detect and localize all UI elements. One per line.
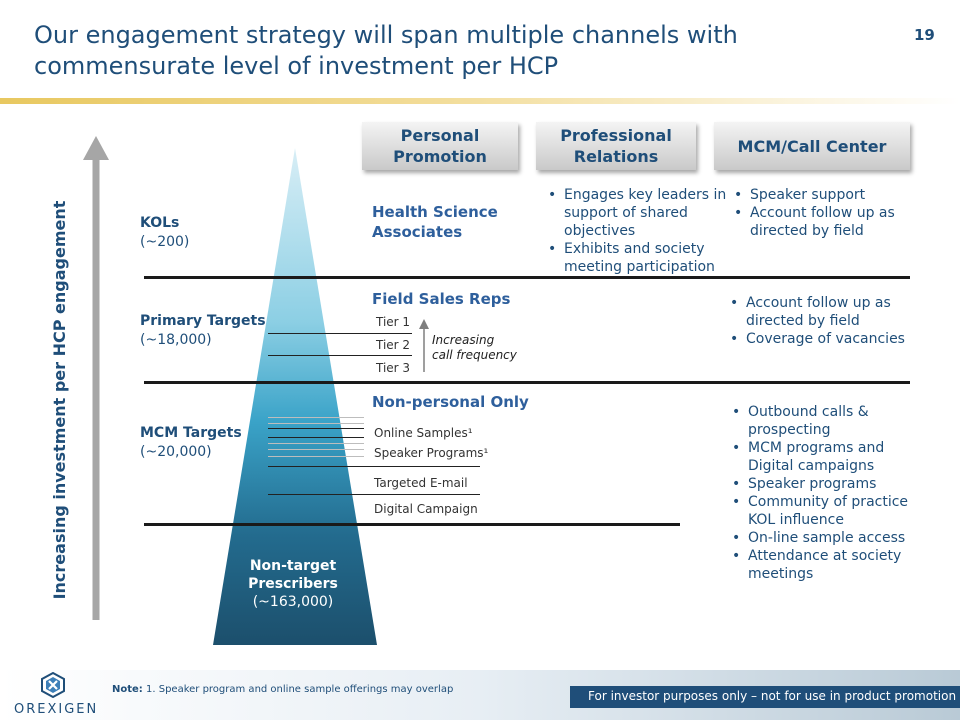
disclaimer-text: For investor purposes only – not for use… <box>588 689 957 703</box>
professional-relations-list: Engages key leaders in support of shared… <box>544 186 728 276</box>
segment-kols: KOLs (~200) <box>140 214 189 252</box>
health-science-associates-label: Health Science Associates <box>372 203 498 241</box>
list-item: On-line sample access <box>732 529 928 547</box>
orexigen-logo-icon <box>41 672 65 698</box>
page-title: Our engagement strategy will span multip… <box>34 21 738 80</box>
separator-mcm-nontarget <box>144 523 680 526</box>
header-professional-relations: Professional Relations <box>536 122 696 170</box>
footnote-text: 1. Speaker program and online sample off… <box>146 684 454 695</box>
list-item: Coverage of vacancies <box>730 330 926 348</box>
separator-kols-primary <box>144 276 910 279</box>
segment-mcm-count: (~20,000) <box>140 444 212 460</box>
segment-mcm-name: MCM Targets <box>140 425 242 441</box>
up-arrow-icon <box>83 136 109 620</box>
vertical-axis-label: Increasing investment per HCP engagement <box>50 200 69 600</box>
segment-primary-count: (~18,000) <box>140 332 212 348</box>
page-number: 19 <box>914 26 935 44</box>
channel-line <box>268 437 364 438</box>
segment-nontarget: Non-target Prescribers (~163,000) <box>230 557 356 611</box>
segment-mcm-targets: MCM Targets (~20,000) <box>140 424 242 462</box>
tier-divider-2 <box>268 355 412 356</box>
mcm-kol-list: Speaker support Account follow up as dir… <box>730 186 920 240</box>
list-item: Account follow up as directed by field <box>730 294 926 330</box>
list-item: Attendance at society meetings <box>732 547 928 583</box>
orexigen-logo-text: OREXIGEN <box>14 702 99 717</box>
header-personal-label: Personal Promotion <box>393 126 487 166</box>
channel-line <box>268 466 480 467</box>
list-item: Speaker programs <box>732 475 928 493</box>
list-item: Speaker support <box>734 186 920 204</box>
channel-line <box>268 443 364 444</box>
channel-online-samples: Online Samples¹ <box>374 426 473 440</box>
list-item: MCM programs and Digital campaigns <box>732 439 928 475</box>
tier-divider-1 <box>268 333 412 334</box>
frequency-arrow-icon <box>419 319 429 372</box>
channel-line <box>268 494 480 495</box>
tier-1-label: Tier 1 <box>376 315 411 329</box>
channel-digital-campaign: Digital Campaign <box>374 502 478 516</box>
call-frequency-label: Increasing call frequency <box>432 333 517 362</box>
segment-kols-name: KOLs <box>140 215 180 231</box>
mcm-targets-list: Outbound calls & prospecting MCM program… <box>728 403 928 583</box>
channel-line <box>268 456 364 457</box>
segment-nontarget-count: (~163,000) <box>252 594 334 610</box>
tier-3-label: Tier 3 <box>376 361 411 375</box>
non-personal-only-label: Non-personal Only <box>372 393 529 411</box>
footnote-label: Note: <box>112 684 143 695</box>
list-item: Exhibits and society meeting participati… <box>548 240 728 276</box>
segment-primary-name: Primary Targets <box>140 313 266 329</box>
header-mcm-label: MCM/Call Center <box>737 136 887 156</box>
list-item: Engages key leaders in support of shared… <box>548 186 728 240</box>
investment-pyramid <box>213 148 377 645</box>
separator-primary-mcm <box>144 381 910 384</box>
field-sales-reps-label: Field Sales Reps <box>372 290 511 308</box>
mcm-primary-list: Account follow up as directed by field C… <box>726 294 926 348</box>
segment-primary-targets: Primary Targets (~18,000) <box>140 312 266 350</box>
disclaimer-strip <box>570 686 960 708</box>
footnote: Note: 1. Speaker program and online samp… <box>112 684 453 695</box>
channel-line <box>268 428 364 429</box>
channel-line <box>268 423 364 424</box>
list-item: Account follow up as directed by field <box>734 204 920 240</box>
header-mcm-call-center: MCM/Call Center <box>714 122 910 170</box>
list-item: Community of practice KOL influence <box>732 493 928 529</box>
segment-kols-count: (~200) <box>140 234 190 250</box>
header-personal-promotion: Personal Promotion <box>362 122 518 170</box>
tier-2-label: Tier 2 <box>376 338 411 352</box>
list-item: Outbound calls & prospecting <box>732 403 928 439</box>
header-professional-label: Professional Relations <box>560 126 672 166</box>
channel-targeted-email: Targeted E-mail <box>374 476 468 490</box>
channel-speaker-programs: Speaker Programs¹ <box>374 446 489 460</box>
title-divider <box>0 98 960 104</box>
channel-line <box>268 449 364 450</box>
segment-nontarget-name: Non-target Prescribers <box>248 558 338 592</box>
channel-line <box>268 417 364 418</box>
